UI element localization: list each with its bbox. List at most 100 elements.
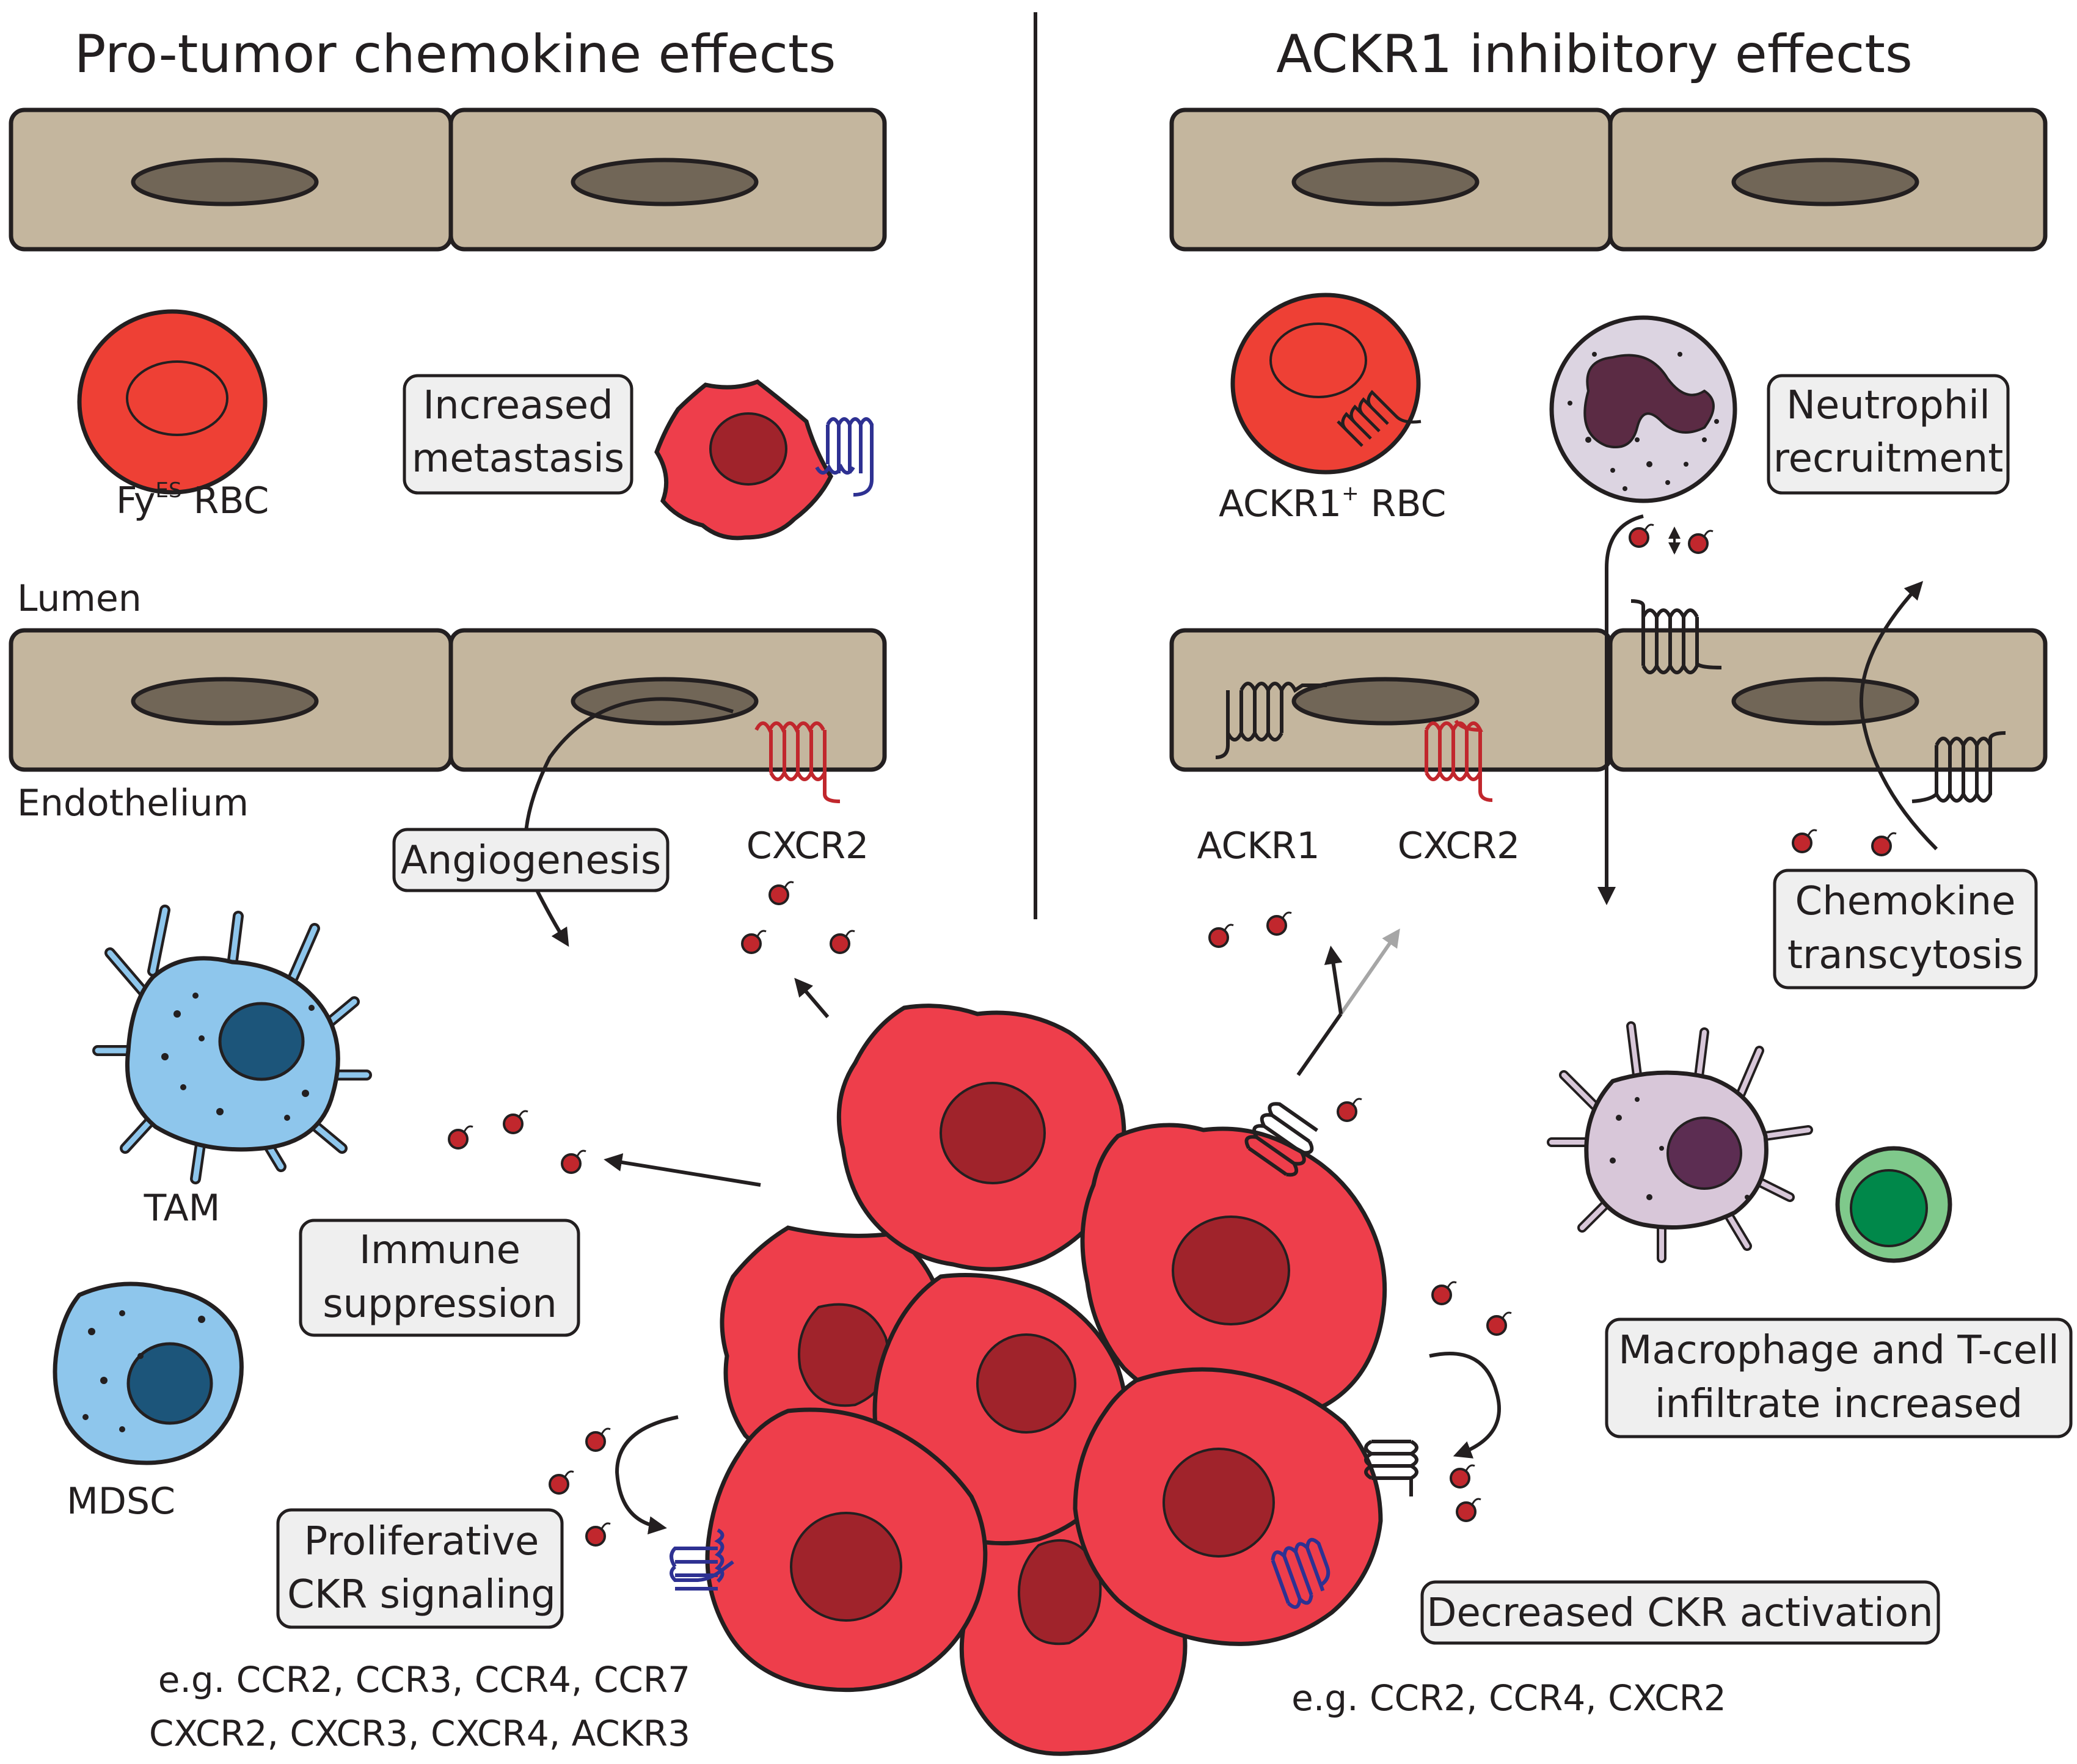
ackr1-luminal-receptor (1630, 599, 1722, 674)
right-top-endothelial-layer (1169, 108, 2048, 252)
cxcr2-receptor-red (754, 721, 841, 803)
chemokine-tail (518, 1110, 528, 1117)
endothelial-nucleus (1291, 677, 1480, 726)
metastasis-chemokine-arrow (794, 977, 830, 1018)
chemokine-group (448, 523, 1897, 1547)
chemokine-dot (830, 933, 850, 954)
ackr1-arrow-black (1324, 946, 1343, 1015)
chemokine-tail (1886, 832, 1897, 839)
chemokine-dot (585, 1526, 606, 1547)
autocrine-arrow-right (1429, 1352, 1501, 1459)
endothelial-nucleus (1731, 158, 1919, 206)
tumor-receptor-blue-right (1271, 1537, 1331, 1609)
box-line: Proliferative (304, 1519, 539, 1564)
neutrophil-recruitment-box: Neutrophil recruitment (1767, 374, 2010, 495)
metastasizing-tumor-cell (654, 379, 874, 541)
endothelial-nucleus (131, 158, 319, 206)
chemokine-tail (1703, 530, 1714, 537)
tumor-receptor-black-top (1244, 1102, 1318, 1177)
immune-suppression-arrow (604, 1153, 761, 1187)
chemokine-dot (549, 1474, 569, 1495)
tumor-associated-macrophage (92, 905, 372, 1184)
ackr1-receptor-basal (1215, 682, 1327, 759)
left-bottom-endothelial-layer (9, 628, 887, 772)
chemokine-dot (1629, 527, 1649, 548)
chemokine-tail (600, 1427, 611, 1435)
ackr1-rbc-label: ACKR1+ RBC (1219, 481, 1446, 525)
increased-metastasis-box: Increased metastasis (403, 374, 633, 495)
tumor-cell (1080, 1123, 1387, 1424)
box-line: suppression (323, 1281, 557, 1327)
mdsc-label: MDSC (67, 1480, 175, 1523)
fy-es-red-blood-cell (77, 309, 268, 495)
macrophage (1547, 1021, 1813, 1263)
chemokine-tail (600, 1522, 611, 1529)
chemokine-tail (756, 930, 767, 937)
box-line: Angiogenesis (401, 838, 661, 883)
t-cell (1835, 1146, 1952, 1263)
box-line: Chemokine (1795, 879, 2016, 924)
box-line: Neutrophil (1786, 383, 1990, 428)
tumor-receptor-blue-left (670, 1528, 734, 1591)
chemokine-dot (585, 1431, 606, 1452)
immune-suppression-box: Immune suppression (299, 1219, 580, 1337)
autocrine-arrow-left (615, 1415, 679, 1535)
macrophage-tcell-infiltrate-box: Macrophage and T-cell infiltrate increas… (1605, 1318, 2073, 1438)
chemokine-dot (1871, 836, 1892, 856)
box-line: Increased (423, 383, 613, 428)
box-line: Macrophage and T-cell (1618, 1328, 2059, 1373)
chemokine-dot (561, 1153, 582, 1174)
myeloid-derived-suppressor-cell (53, 1281, 244, 1465)
tumor-receptor-black-right (1364, 1440, 1418, 1496)
tumor-mass (705, 1004, 1387, 1756)
chemokine-dot (741, 933, 762, 954)
ackr1-arrow-grey (1339, 928, 1400, 1015)
neutrophil (1549, 315, 1737, 503)
endothelial-nucleus (131, 677, 319, 726)
chemokine-tail (576, 1150, 586, 1157)
endothelial-nucleus (571, 158, 759, 206)
chemokine-dot (1431, 1285, 1452, 1305)
chemokine-dot (1266, 915, 1287, 936)
box-line: Decreased CKR activation (1426, 1591, 1933, 1636)
chemokine-tail (1224, 924, 1234, 931)
chemokine-tail (1447, 1281, 1457, 1288)
lumen-label: Lumen (17, 577, 142, 620)
box-line: infiltrate increased (1655, 1382, 2023, 1427)
chemokine-dot (503, 1113, 524, 1134)
tam-label: TAM (144, 1187, 221, 1230)
chemokine-dot (1688, 533, 1709, 554)
chemokine-tail (1807, 829, 1817, 836)
chemokine-tail (1352, 1098, 1362, 1105)
cxcr2-label-left: CXCR2 (746, 825, 869, 867)
chemokine-tail (1471, 1498, 1481, 1505)
receptor-blue (815, 417, 874, 497)
decreased-ckr-activation-box: Decreased CKR activation (1420, 1580, 1940, 1645)
chemokine-tail (463, 1125, 473, 1132)
fy-es-rbc-label: FyES RBC (116, 478, 269, 522)
chemokine-tail (1644, 523, 1654, 531)
transcytosis-arrow (1860, 581, 1938, 851)
tumor-cell (705, 1407, 988, 1693)
left-panel-title: Pro-tumor chemokine effects (75, 24, 836, 85)
box-line: metastasis (412, 436, 624, 481)
ackr1-arrow-stem (1296, 1013, 1343, 1076)
right-examples: e.g. CCR2, CCR4, CXCR2 (1291, 1677, 1726, 1719)
chemokine-transcytosis-box: Chemokine transcytosis (1773, 869, 2038, 990)
neutrophil-migration-arrow (1597, 514, 1644, 905)
angiogenesis-arrow (524, 697, 734, 947)
chemokine-dot (448, 1129, 469, 1150)
ackr1-label: ACKR1 (1197, 825, 1320, 867)
cxcr2-label-right: CXCR2 (1398, 825, 1520, 867)
left-examples-line-2: CXCR2, CXCR3, CXCR4, ACKR3 (149, 1713, 690, 1754)
box-line: CKR signaling (287, 1572, 556, 1617)
tumor-cell (836, 1004, 1126, 1272)
ackr1-positive-red-blood-cell (1230, 293, 1422, 475)
endothelial-nucleus (1731, 677, 1919, 726)
chemokine-dot (768, 884, 789, 905)
endothelial-nucleus (1291, 158, 1480, 206)
box-line: recruitment (1773, 436, 2004, 481)
chemokine-tail (1282, 911, 1292, 919)
chemokine-tail (845, 930, 855, 937)
tumor-cell (1073, 1367, 1383, 1646)
